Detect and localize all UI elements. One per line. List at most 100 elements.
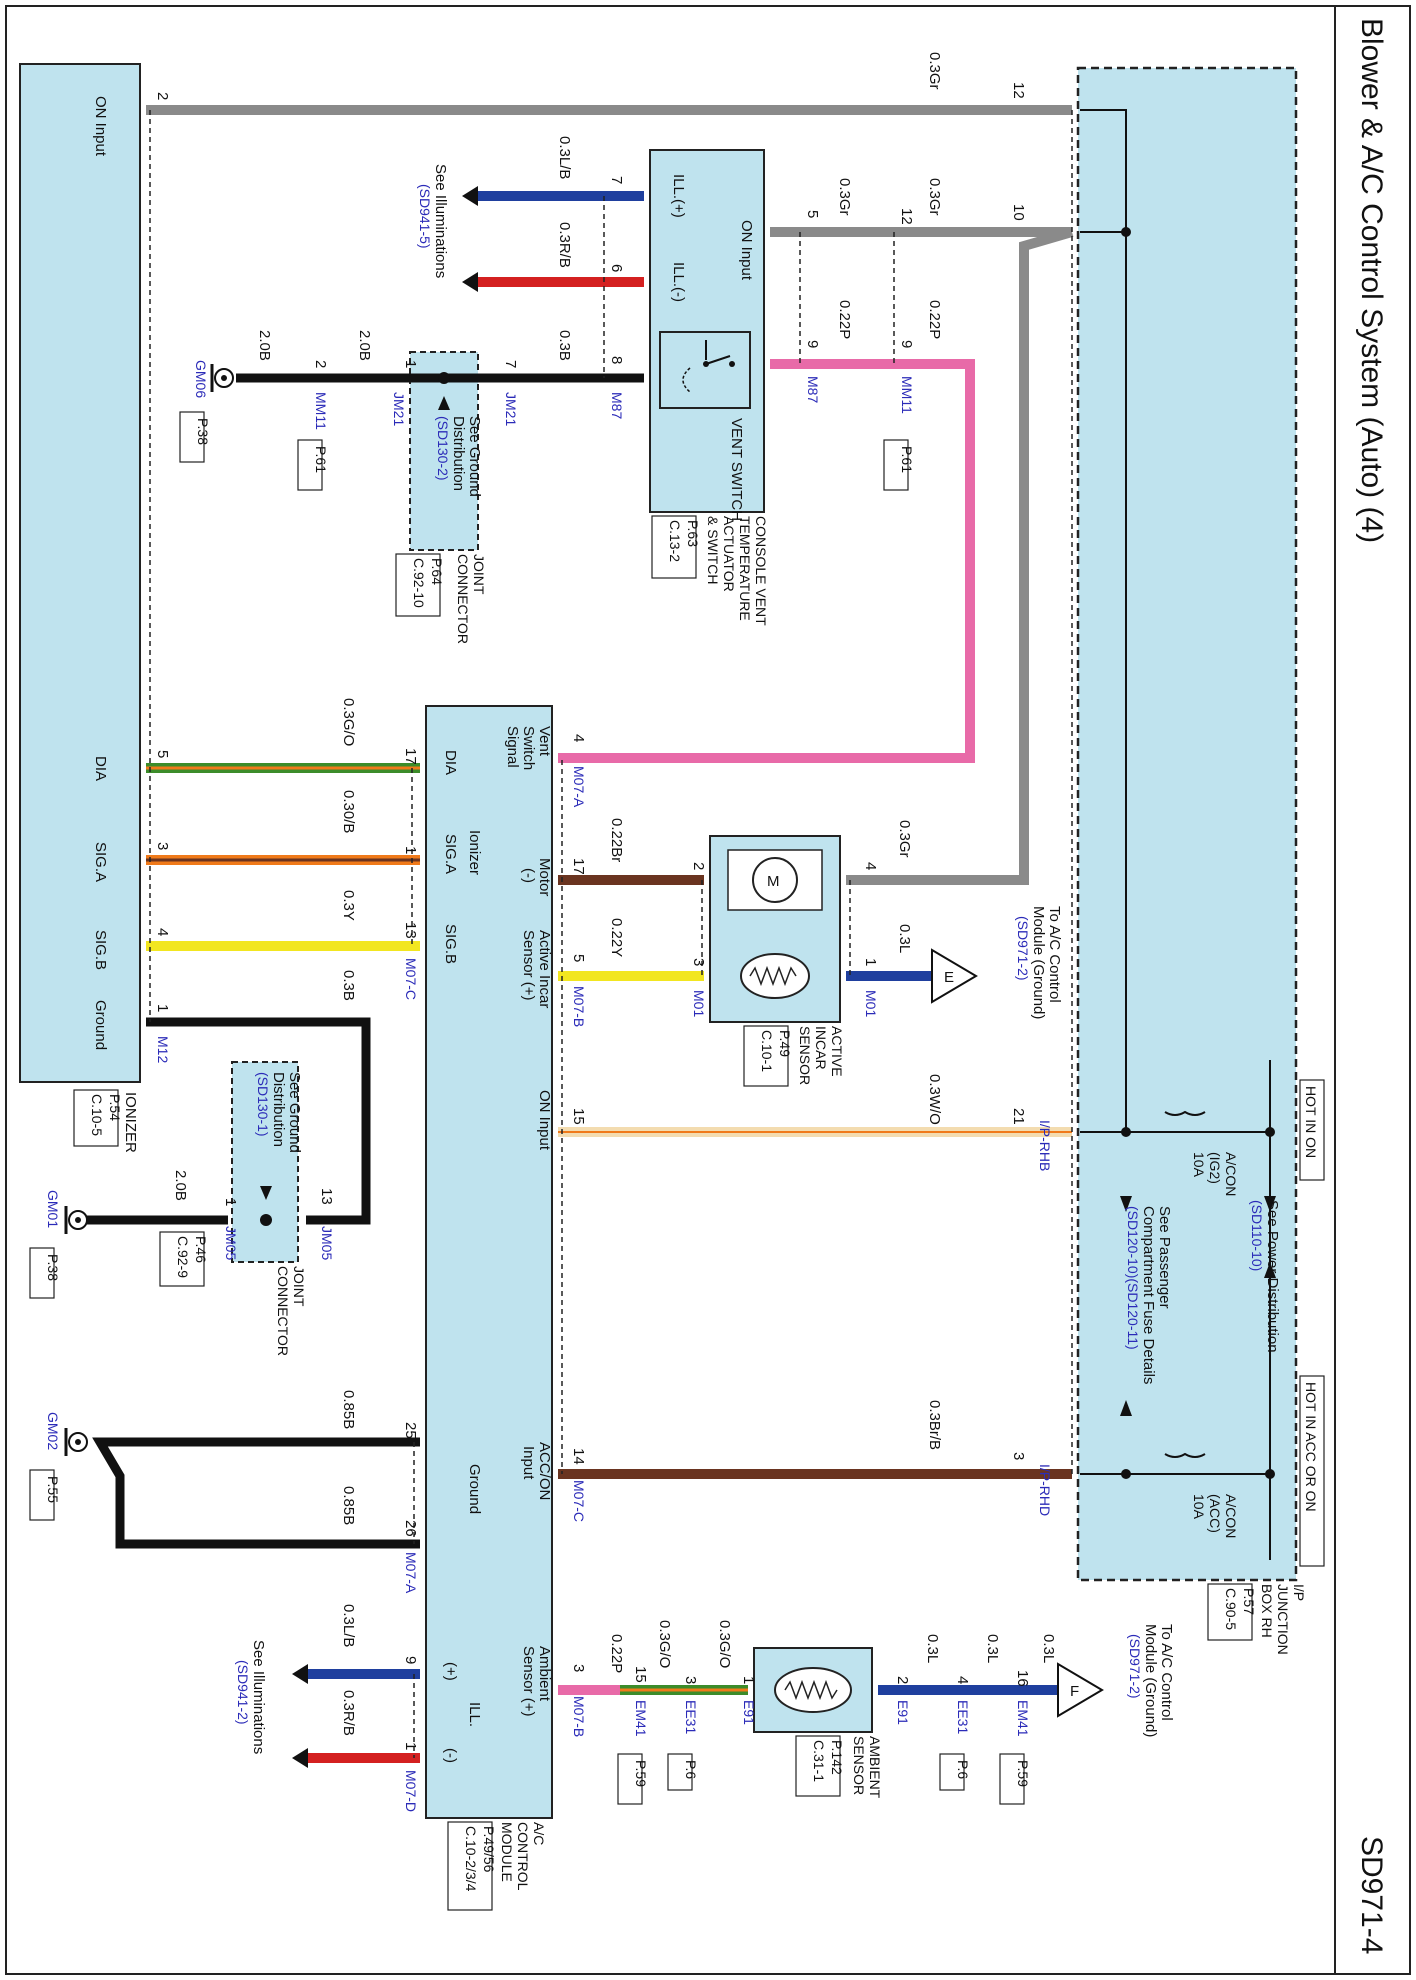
ac-vent-switch-signal-1: Vent: [536, 726, 553, 757]
incar-conn-ref: C.10-1: [759, 1030, 775, 1072]
pin-number: 3: [682, 1676, 699, 1684]
incar-to-3: (SD971-2): [1015, 916, 1031, 981]
ac-motor-2: (-): [520, 868, 537, 883]
ionizer-page-ref: P.54: [107, 1094, 123, 1121]
joint-connector-jm21-box: [409, 351, 479, 551]
motor-icon: [727, 849, 823, 911]
wire-label: 0.3L/B: [556, 136, 573, 179]
pin-number: 16: [1014, 1670, 1031, 1687]
joint-connector-jm05-box: [231, 1061, 299, 1263]
pin-number: 4: [954, 1676, 971, 1684]
fuse-acc-icon: [1164, 1452, 1206, 1458]
ac-incar-2: Sensor (+): [520, 930, 537, 1000]
wire-label: 0.22P: [926, 300, 943, 339]
arrow-up-icon: [1120, 1400, 1132, 1416]
pin-number: 7: [502, 360, 519, 368]
wire-label: 0.85B: [340, 1390, 357, 1429]
console-label-4: & SWITCH: [705, 516, 721, 584]
junction-dot: [1121, 1469, 1131, 1479]
connector-mm11: MM11: [899, 376, 915, 414]
arrow-up-icon: [438, 396, 450, 410]
ambient-page-ref: P.142: [829, 1740, 845, 1775]
ac-module-conn-ref: C.10-2/3/4: [463, 1826, 479, 1892]
ionizer-ref-box: [73, 1089, 119, 1147]
incar-to-2: Module (Ground): [1030, 906, 1047, 1019]
connector-mm11: MM11: [313, 392, 329, 430]
ac-ambient-1: Ambient: [536, 1646, 553, 1702]
page-ref: P.6: [683, 1760, 699, 1779]
wire-label: 0.3L: [924, 1634, 941, 1663]
console-label-1: CONSOLE VENT: [753, 516, 769, 626]
wire-label: 0.3W/O: [926, 1074, 943, 1125]
connector-e-icon: [931, 948, 978, 1004]
vent-switch-label: VENT SWITCH: [728, 418, 745, 521]
arrow-left-icon: [292, 1748, 308, 1768]
junction-box: [1076, 66, 1298, 1582]
arrow-down-icon: [260, 1186, 272, 1200]
pin-number: 13: [318, 1188, 335, 1205]
pin-number: 3: [154, 842, 171, 850]
wire-label: 0.3L/B: [340, 1604, 357, 1647]
pin-number: 9: [402, 1656, 419, 1664]
connector-f-label: F: [1070, 1683, 1079, 1700]
ac-acc-on-2: Input: [520, 1446, 537, 1480]
ac-module-label-1: A/C: [531, 1822, 547, 1845]
ambient-label-2: SENSOR: [851, 1736, 867, 1795]
jb-label-3: BOX RH: [1259, 1584, 1275, 1638]
page-ref-box: [999, 1753, 1025, 1805]
pin-number: 2: [312, 360, 329, 368]
pin-number: 1: [402, 1742, 419, 1750]
ionizer-pin-ground: Ground: [92, 1000, 109, 1050]
connector-jm05: JM05: [319, 1226, 335, 1260]
pin-number: 10: [1010, 204, 1027, 221]
connector-em41: EM41: [633, 1700, 649, 1737]
ac-ground: Ground: [466, 1464, 483, 1514]
page-ref: P.61: [899, 446, 915, 473]
arrow-down-icon: [1120, 1196, 1132, 1212]
pin-number: 12: [898, 208, 915, 225]
connector-gm01: GM01: [45, 1190, 61, 1228]
pin-number: 26: [402, 1520, 419, 1537]
ac-vent-switch-signal-3: Signal: [504, 726, 521, 768]
console-pin-on-input: ON Input: [738, 220, 755, 281]
fuse-ig2-2: (IG2): [1207, 1152, 1223, 1184]
wire-p-vent-switch: [558, 359, 975, 763]
pin-number: 21: [1010, 1108, 1027, 1125]
connector-m07a: M07-A: [571, 766, 587, 808]
wire-label: 0.3B: [556, 330, 573, 361]
see-illuminations-top: See Illuminations: [432, 164, 449, 278]
connector-iprhd: I/P-RHD: [1037, 1464, 1053, 1516]
pin-number: 14: [570, 1448, 587, 1465]
wire-label: 0.3R/B: [556, 222, 573, 268]
wire-label: 0.3G/O: [716, 1620, 733, 1668]
page-code: SD971-4: [1355, 1836, 1388, 1954]
pin-number: 12: [1010, 82, 1027, 99]
incar-page-ref: P.49: [777, 1030, 793, 1057]
jb-label-1: I/P: [1291, 1584, 1307, 1601]
connector-gm02: GM02: [45, 1412, 61, 1450]
see-fuse-3: (SD120-10)(SD120-11): [1125, 1206, 1141, 1350]
connector-m87: M87: [609, 392, 625, 419]
pin-number: 9: [804, 340, 821, 348]
ac-sigb: SIG.B: [442, 924, 459, 964]
joint-jm05-label-2: CONNECTOR: [275, 1266, 291, 1356]
wire-b-ionizer-ground: [146, 1017, 371, 1225]
incar-ref-box: [743, 1025, 789, 1087]
arrow-left-icon: [462, 186, 478, 206]
wire-label: 0.3Gr: [896, 820, 913, 858]
ac-acc-on-1: ACC/ON: [536, 1442, 553, 1500]
page-frame: [5, 5, 1411, 1975]
console-label-2: TEMPERATURE: [737, 516, 753, 621]
connector-f-icon: [1057, 1662, 1104, 1718]
see-illuminations-top-ref: (SD941-5): [417, 184, 433, 249]
pin-number: 3: [1010, 1452, 1027, 1460]
connector-ee31: EE31: [955, 1700, 971, 1734]
arrow-left-icon: [462, 272, 478, 292]
see-illuminations-bottom-ref: (SD941-2): [235, 1660, 251, 1725]
pin-number: 1: [154, 1004, 171, 1012]
pin-number: 25: [402, 1422, 419, 1439]
fuse-ig2-3: 10A: [1191, 1152, 1207, 1178]
ac-dia: DIA: [442, 750, 459, 775]
